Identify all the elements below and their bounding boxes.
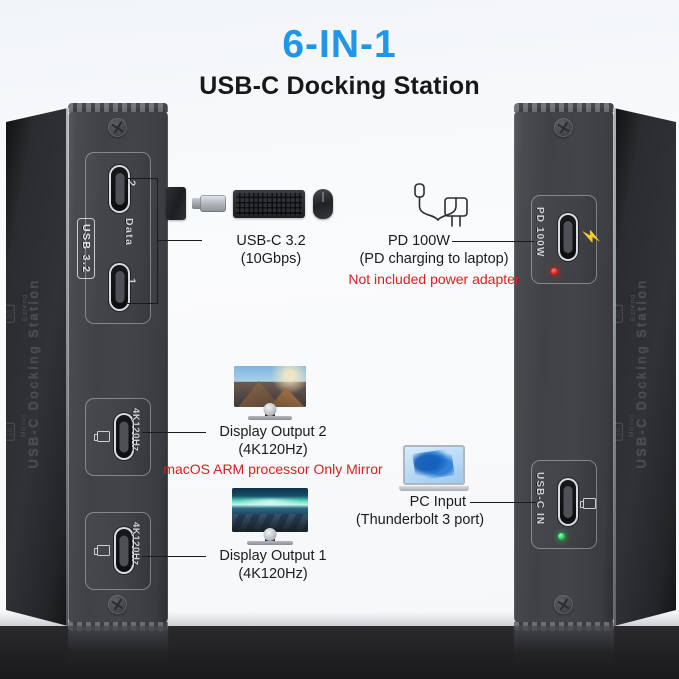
callout-display-2-line2: (4K120Hz) — [238, 442, 308, 458]
usb-data-2-number: 2 — [125, 180, 137, 188]
callout-usb-data: USB-C 3.2 (10Gbps) — [206, 232, 336, 268]
display-2-speed-label: 4K120Hz — [130, 408, 141, 452]
lightning-bolt-icon: ⚡ — [581, 227, 599, 246]
page-subtitle: USB-C Docking Station — [199, 72, 480, 100]
right-device-side-panel: USB-C Docking Station ▯▯ Extend ▯▯ Mirro… — [614, 108, 676, 626]
usb-c-port-input[interactable] — [558, 478, 578, 526]
left-device-side-panel: USB-C Docking Station ▯▯ Extend ▯▯ Mirro… — [6, 108, 68, 626]
laptop-base — [399, 486, 469, 491]
display-1-speed-label: 4K120Hz — [130, 522, 141, 566]
mode-mirror-label: Mirror — [20, 413, 28, 438]
usb-peripherals-icons — [166, 186, 333, 222]
callout-display-1: Display Output 1 (4K120Hz) — [206, 547, 340, 583]
screw-icon — [554, 118, 573, 137]
usb-3-2-spec-label: USB 3.2 — [77, 218, 95, 280]
usb-flash-drive-icon — [192, 195, 226, 212]
screw-icon — [108, 118, 127, 137]
display-output-1-group: 4K120Hz — [85, 512, 151, 590]
right-device-face: PD 100W ⚡ USB-C IN — [514, 103, 614, 631]
leader-line-display-1 — [142, 556, 206, 558]
usb-c-port-data-2[interactable] — [109, 165, 130, 213]
callout-pd: PD 100W — [334, 232, 450, 250]
top-vent-cap — [514, 103, 614, 112]
led-indicator-red — [551, 268, 558, 275]
monitor-glyph-icon — [94, 431, 110, 442]
left-device-face: 2 USB 3.2 Data 1 4K120Hz — [68, 103, 168, 631]
leader-line-usb-top — [125, 178, 158, 180]
monitor-glyph-icon — [580, 498, 596, 509]
leader-line-pc-input — [470, 502, 536, 504]
page-title: 6-IN-1 — [282, 23, 397, 66]
screw-icon — [554, 595, 573, 614]
usb-c-port-pd-in[interactable] — [558, 213, 578, 261]
callout-display-2: Display Output 2 (4K120Hz) — [206, 423, 340, 459]
screw-icon — [108, 595, 127, 614]
device-reflection — [68, 626, 168, 672]
monitor-icon — [234, 366, 306, 421]
display-output-2-group: 4K120Hz — [85, 398, 151, 476]
callout-pc-input: PC Input — [342, 493, 466, 511]
device-reflection — [514, 626, 614, 672]
callout-pc-input-line2: (Thunderbolt 3 port) — [355, 512, 485, 528]
usb-c-port-display-2[interactable] — [114, 413, 134, 460]
mode-mirror-label: Mirror — [628, 413, 636, 438]
usb-data-1-number: 1 — [125, 278, 137, 286]
chassis-edge-highlight — [66, 108, 69, 626]
callout-pd-warning: Not included power adapter — [348, 271, 520, 287]
leader-line-usb-bottom — [125, 303, 158, 305]
callout-pd-line2: (PD charging to laptop) — [359, 251, 509, 267]
mode-extend-label: Extend — [630, 293, 638, 322]
dock-device-right: USB-C Docking Station ▯▯ Extend ▯▯ Mirro… — [514, 103, 676, 672]
callout-pc-input-line1: PC Input — [409, 494, 466, 510]
usb-data-port-group: 2 USB 3.2 Data 1 — [77, 152, 151, 324]
power-adapter-cable-icon — [412, 182, 474, 230]
external-hard-drive-icon — [166, 187, 186, 220]
leader-line-display-2 — [142, 432, 206, 434]
usb-c-in-label: USB-C IN — [534, 472, 545, 526]
leader-line-pd — [452, 241, 534, 243]
callout-display-2-warning: macOS ARM processor Only Mirror — [163, 461, 383, 477]
usb-data-type-label: Data — [123, 218, 135, 247]
header: 6-IN-1 USB-C Docking Station — [0, 22, 679, 102]
dock-device-left: USB-C Docking Station ▯▯ Extend ▯▯ Mirro… — [6, 103, 168, 672]
mode-extend-label: Extend — [22, 293, 30, 322]
laptop-screen — [403, 445, 465, 485]
callout-display-1-line2: (4K120Hz) — [238, 566, 308, 582]
callout-display-1-line1: Display Output 1 — [219, 548, 327, 564]
pd-port-group: PD 100W ⚡ — [531, 195, 599, 284]
leader-line-usb-stem — [157, 240, 202, 242]
monitor-glyph-icon — [94, 545, 110, 556]
laptop-icon — [399, 445, 469, 491]
led-indicator-green — [558, 533, 565, 540]
mouse-icon — [313, 189, 333, 219]
usb-c-port-data-1[interactable] — [109, 263, 130, 311]
callout-pc-input-detail: (Thunderbolt 3 port) — [330, 511, 510, 529]
callout-usb-data-line1: USB-C 3.2 — [236, 233, 306, 249]
callout-pd-line1: PD 100W — [387, 233, 450, 249]
chassis-edge-highlight — [613, 108, 616, 626]
usb-c-in-port-group: USB-C IN — [531, 460, 597, 549]
monitor-icon — [232, 488, 308, 546]
callout-pd-detail: (PD charging to laptop) Not included pow… — [318, 250, 550, 288]
callout-usb-data-line2: (10Gbps) — [240, 251, 302, 267]
top-vent-cap — [68, 103, 168, 112]
keyboard-icon — [233, 190, 305, 218]
usb-c-port-display-1[interactable] — [114, 527, 134, 574]
callout-display-2-line1: Display Output 2 — [219, 424, 327, 440]
